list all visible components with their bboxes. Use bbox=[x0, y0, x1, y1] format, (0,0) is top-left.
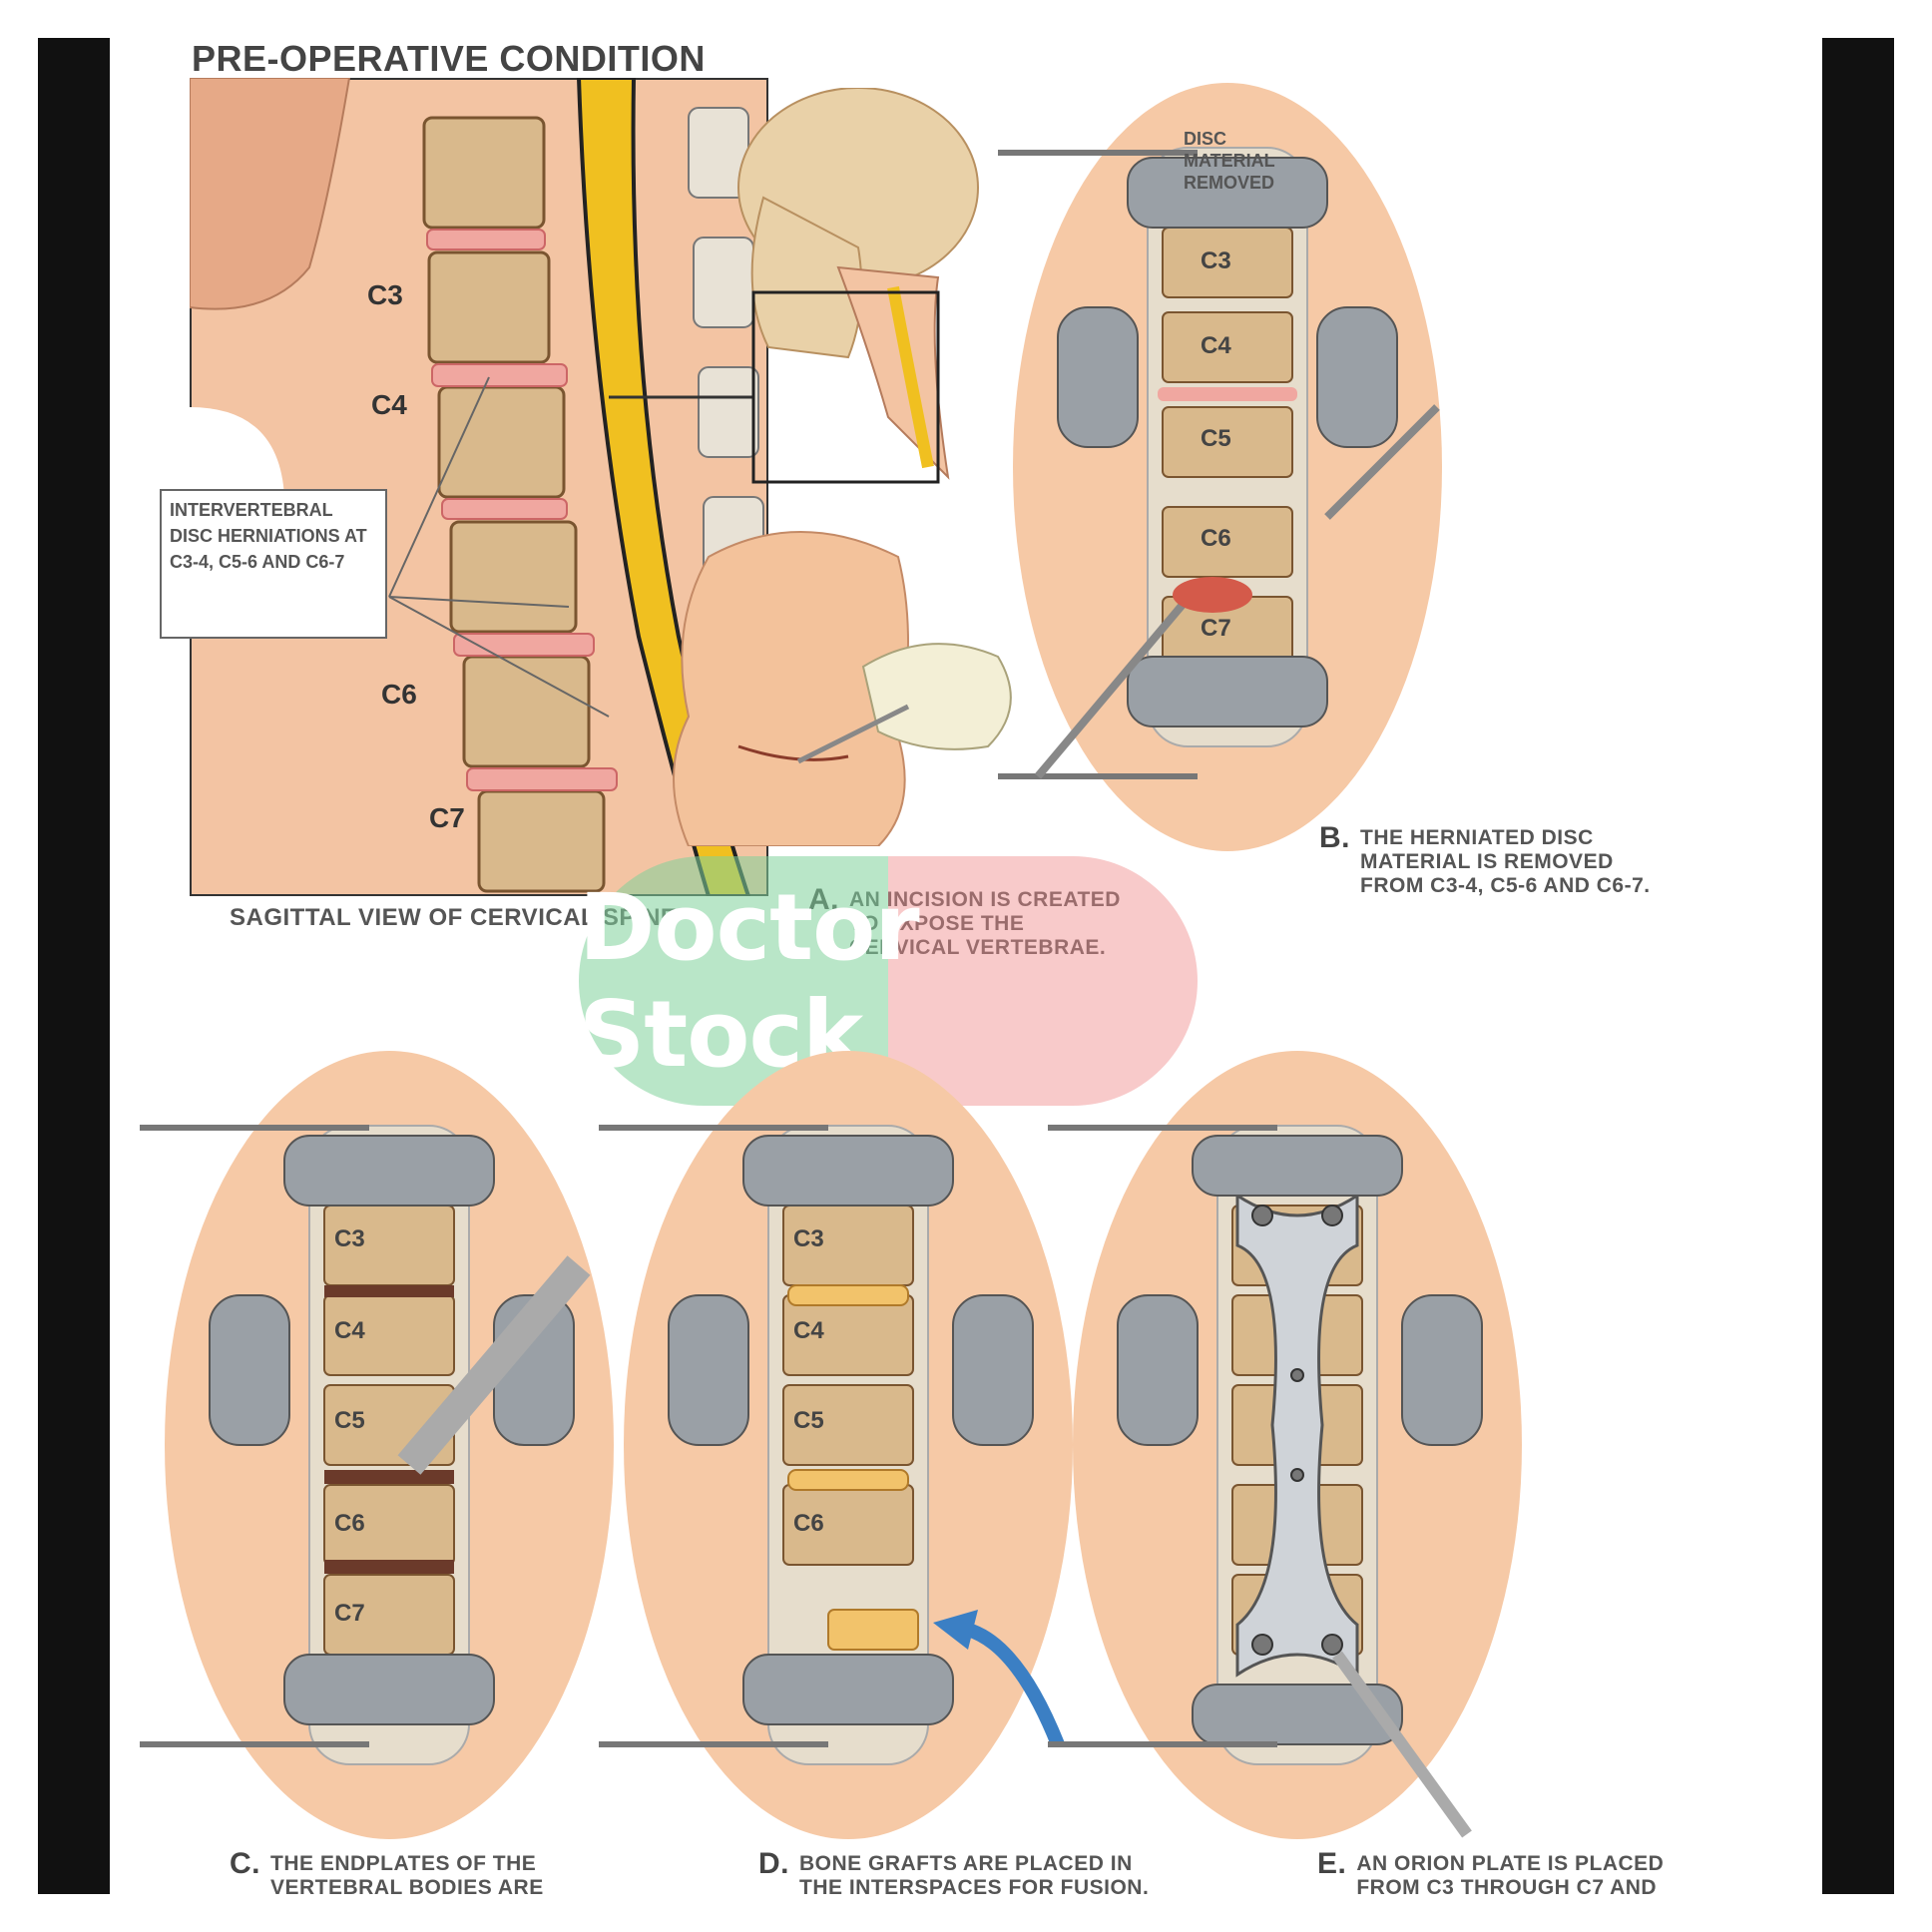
pre-operative-title: PRE-OPERATIVE CONDITION bbox=[192, 38, 706, 79]
watermark-pill bbox=[579, 856, 1198, 1106]
sagittal-label-c6: C6 bbox=[381, 679, 417, 710]
panel-d-label-c6: C6 bbox=[793, 1510, 824, 1537]
panel-c-label-c4: C4 bbox=[334, 1317, 365, 1344]
disc-material-label: DISC MATERIAL REMOVED bbox=[1184, 129, 1275, 193]
panel-b-label-c3: C3 bbox=[1201, 247, 1231, 274]
step-e-caption: E. AN ORION PLATE IS PLACED FROM C3 THRO… bbox=[1317, 1847, 1665, 1895]
step-b-text: THE HERNIATED DISC MATERIAL IS REMOVED F… bbox=[1360, 826, 1651, 897]
sagittal-spine-illustration bbox=[190, 78, 768, 896]
panel-d-label-c5: C5 bbox=[793, 1407, 824, 1434]
panel-b-label-c4: C4 bbox=[1201, 332, 1231, 359]
sagittal-label-c4: C4 bbox=[371, 389, 407, 420]
neck-incision-illustration bbox=[673, 531, 1012, 846]
panel-c-illustration bbox=[140, 1051, 614, 1839]
panel-b-illustration bbox=[998, 83, 1442, 851]
panel-b-label-c5: C5 bbox=[1201, 425, 1231, 452]
left-black-border bbox=[38, 38, 110, 1894]
panel-c-label-c6: C6 bbox=[334, 1510, 365, 1537]
step-c-letter: C. bbox=[230, 1847, 260, 1880]
sagittal-label-c3: C3 bbox=[367, 279, 403, 310]
step-d-text: BONE GRAFTS ARE PLACED IN THE INTERSPACE… bbox=[799, 1852, 1150, 1894]
panel-d-illustration bbox=[599, 1051, 1073, 1839]
step-e-letter: E. bbox=[1317, 1847, 1347, 1880]
step-d-caption: D. BONE GRAFTS ARE PLACED IN THE INTERSP… bbox=[758, 1847, 1150, 1895]
step-e-text: AN ORION PLATE IS PLACED FROM C3 THROUGH… bbox=[1356, 1852, 1665, 1894]
illustration-sheet: PRE-OPERATIVE CONDITION bbox=[110, 38, 1822, 1894]
panel-e-illustration bbox=[1048, 1051, 1522, 1839]
doctor-stock-watermark: Doctor Stock bbox=[579, 856, 1198, 1106]
step-c-text: THE ENDPLATES OF THE VERTEBRAL BODIES AR… bbox=[270, 1852, 544, 1894]
panel-c-label-c3: C3 bbox=[334, 1225, 365, 1252]
panel-d-label-c4: C4 bbox=[793, 1317, 824, 1344]
sagittal-label-c7: C7 bbox=[429, 802, 465, 833]
panel-c-label-c7: C7 bbox=[334, 1600, 365, 1627]
panel-d-label-c3: C3 bbox=[793, 1225, 824, 1252]
panel-c-label-c5: C5 bbox=[334, 1407, 365, 1434]
step-b-letter: B. bbox=[1319, 821, 1350, 854]
step-d-letter: D. bbox=[758, 1847, 789, 1880]
right-black-border bbox=[1822, 38, 1894, 1894]
panel-b-label-c7: C7 bbox=[1201, 615, 1231, 642]
herniation-callout: INTERVERTEBRAL DISC HERNIATIONS AT C3-4,… bbox=[160, 489, 387, 639]
step-b-caption: B. THE HERNIATED DISC MATERIAL IS REMOVE… bbox=[1319, 821, 1651, 898]
step-c-caption: C. THE ENDPLATES OF THE VERTEBRAL BODIES… bbox=[230, 1847, 544, 1895]
skull-thumbnail bbox=[609, 88, 979, 484]
panel-b-label-c6: C6 bbox=[1201, 525, 1231, 552]
